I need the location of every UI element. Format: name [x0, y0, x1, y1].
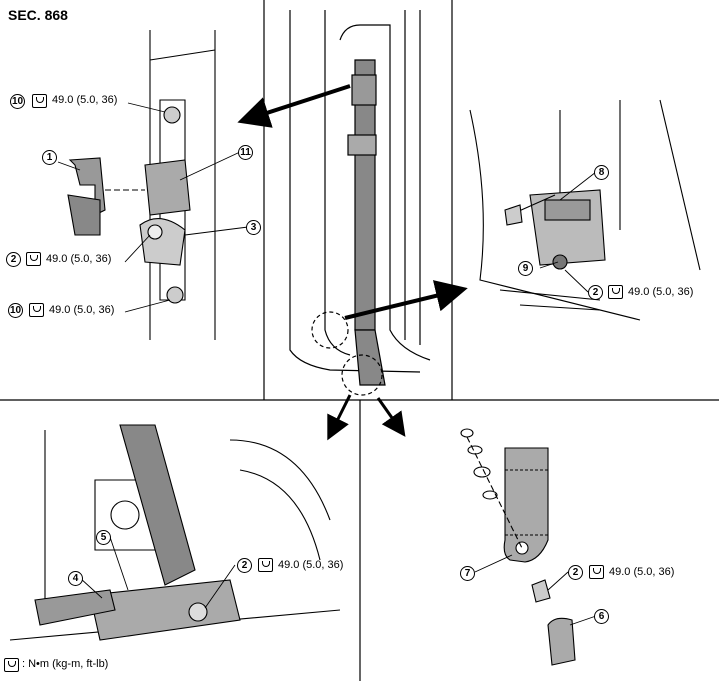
callout-9: 9 [518, 261, 533, 276]
callout-2-lower-anchor: 2 [237, 558, 252, 573]
callout-2-retractor: 2 [588, 285, 603, 300]
anchor-detail-view [460, 428, 576, 666]
callout-2-anchor-detail: 2 [568, 565, 583, 580]
torque-icon [29, 303, 44, 317]
callout-6: 6 [594, 609, 609, 624]
callout-7: 7 [460, 566, 475, 581]
callout-1: 1 [42, 150, 57, 165]
torque-value-2-left: 49.0 (5.0, 36) [46, 253, 112, 265]
torque-value-10-upper: 49.0 (5.0, 36) [52, 94, 118, 106]
callout-4: 4 [68, 571, 83, 586]
b-pillar-view [289, 10, 431, 396]
torque-icon [589, 565, 604, 579]
callout-11: 11 [238, 145, 253, 160]
torque-icon [608, 285, 623, 299]
torque-icon [32, 94, 47, 108]
torque-value-2-anchor-detail: 49.0 (5.0, 36) [609, 566, 675, 578]
section-label: SEC. 868 [8, 7, 68, 23]
callout-8: 8 [594, 165, 609, 180]
callout-leaders [57, 102, 597, 626]
legend-text: : N•m (kg-m, ft-lb) [22, 658, 109, 670]
torque-value-10-lower: 49.0 (5.0, 36) [49, 304, 115, 316]
torque-value-2-lower-anchor: 49.0 (5.0, 36) [278, 559, 344, 571]
callout-10-upper: 10 [10, 94, 25, 109]
torque-icon [4, 658, 19, 672]
callout-10-lower: 10 [8, 303, 23, 318]
callout-5: 5 [96, 530, 111, 545]
callout-2-left: 2 [6, 252, 21, 267]
retractor-view [469, 99, 701, 321]
callout-3: 3 [246, 220, 261, 235]
torque-value-2-retractor: 49.0 (5.0, 36) [628, 286, 694, 298]
leader-arrows [237, 84, 468, 441]
torque-icon [26, 252, 41, 266]
lower-anchor-view [9, 424, 341, 641]
upper-anchor-view [67, 30, 216, 340]
torque-icon [258, 558, 273, 572]
